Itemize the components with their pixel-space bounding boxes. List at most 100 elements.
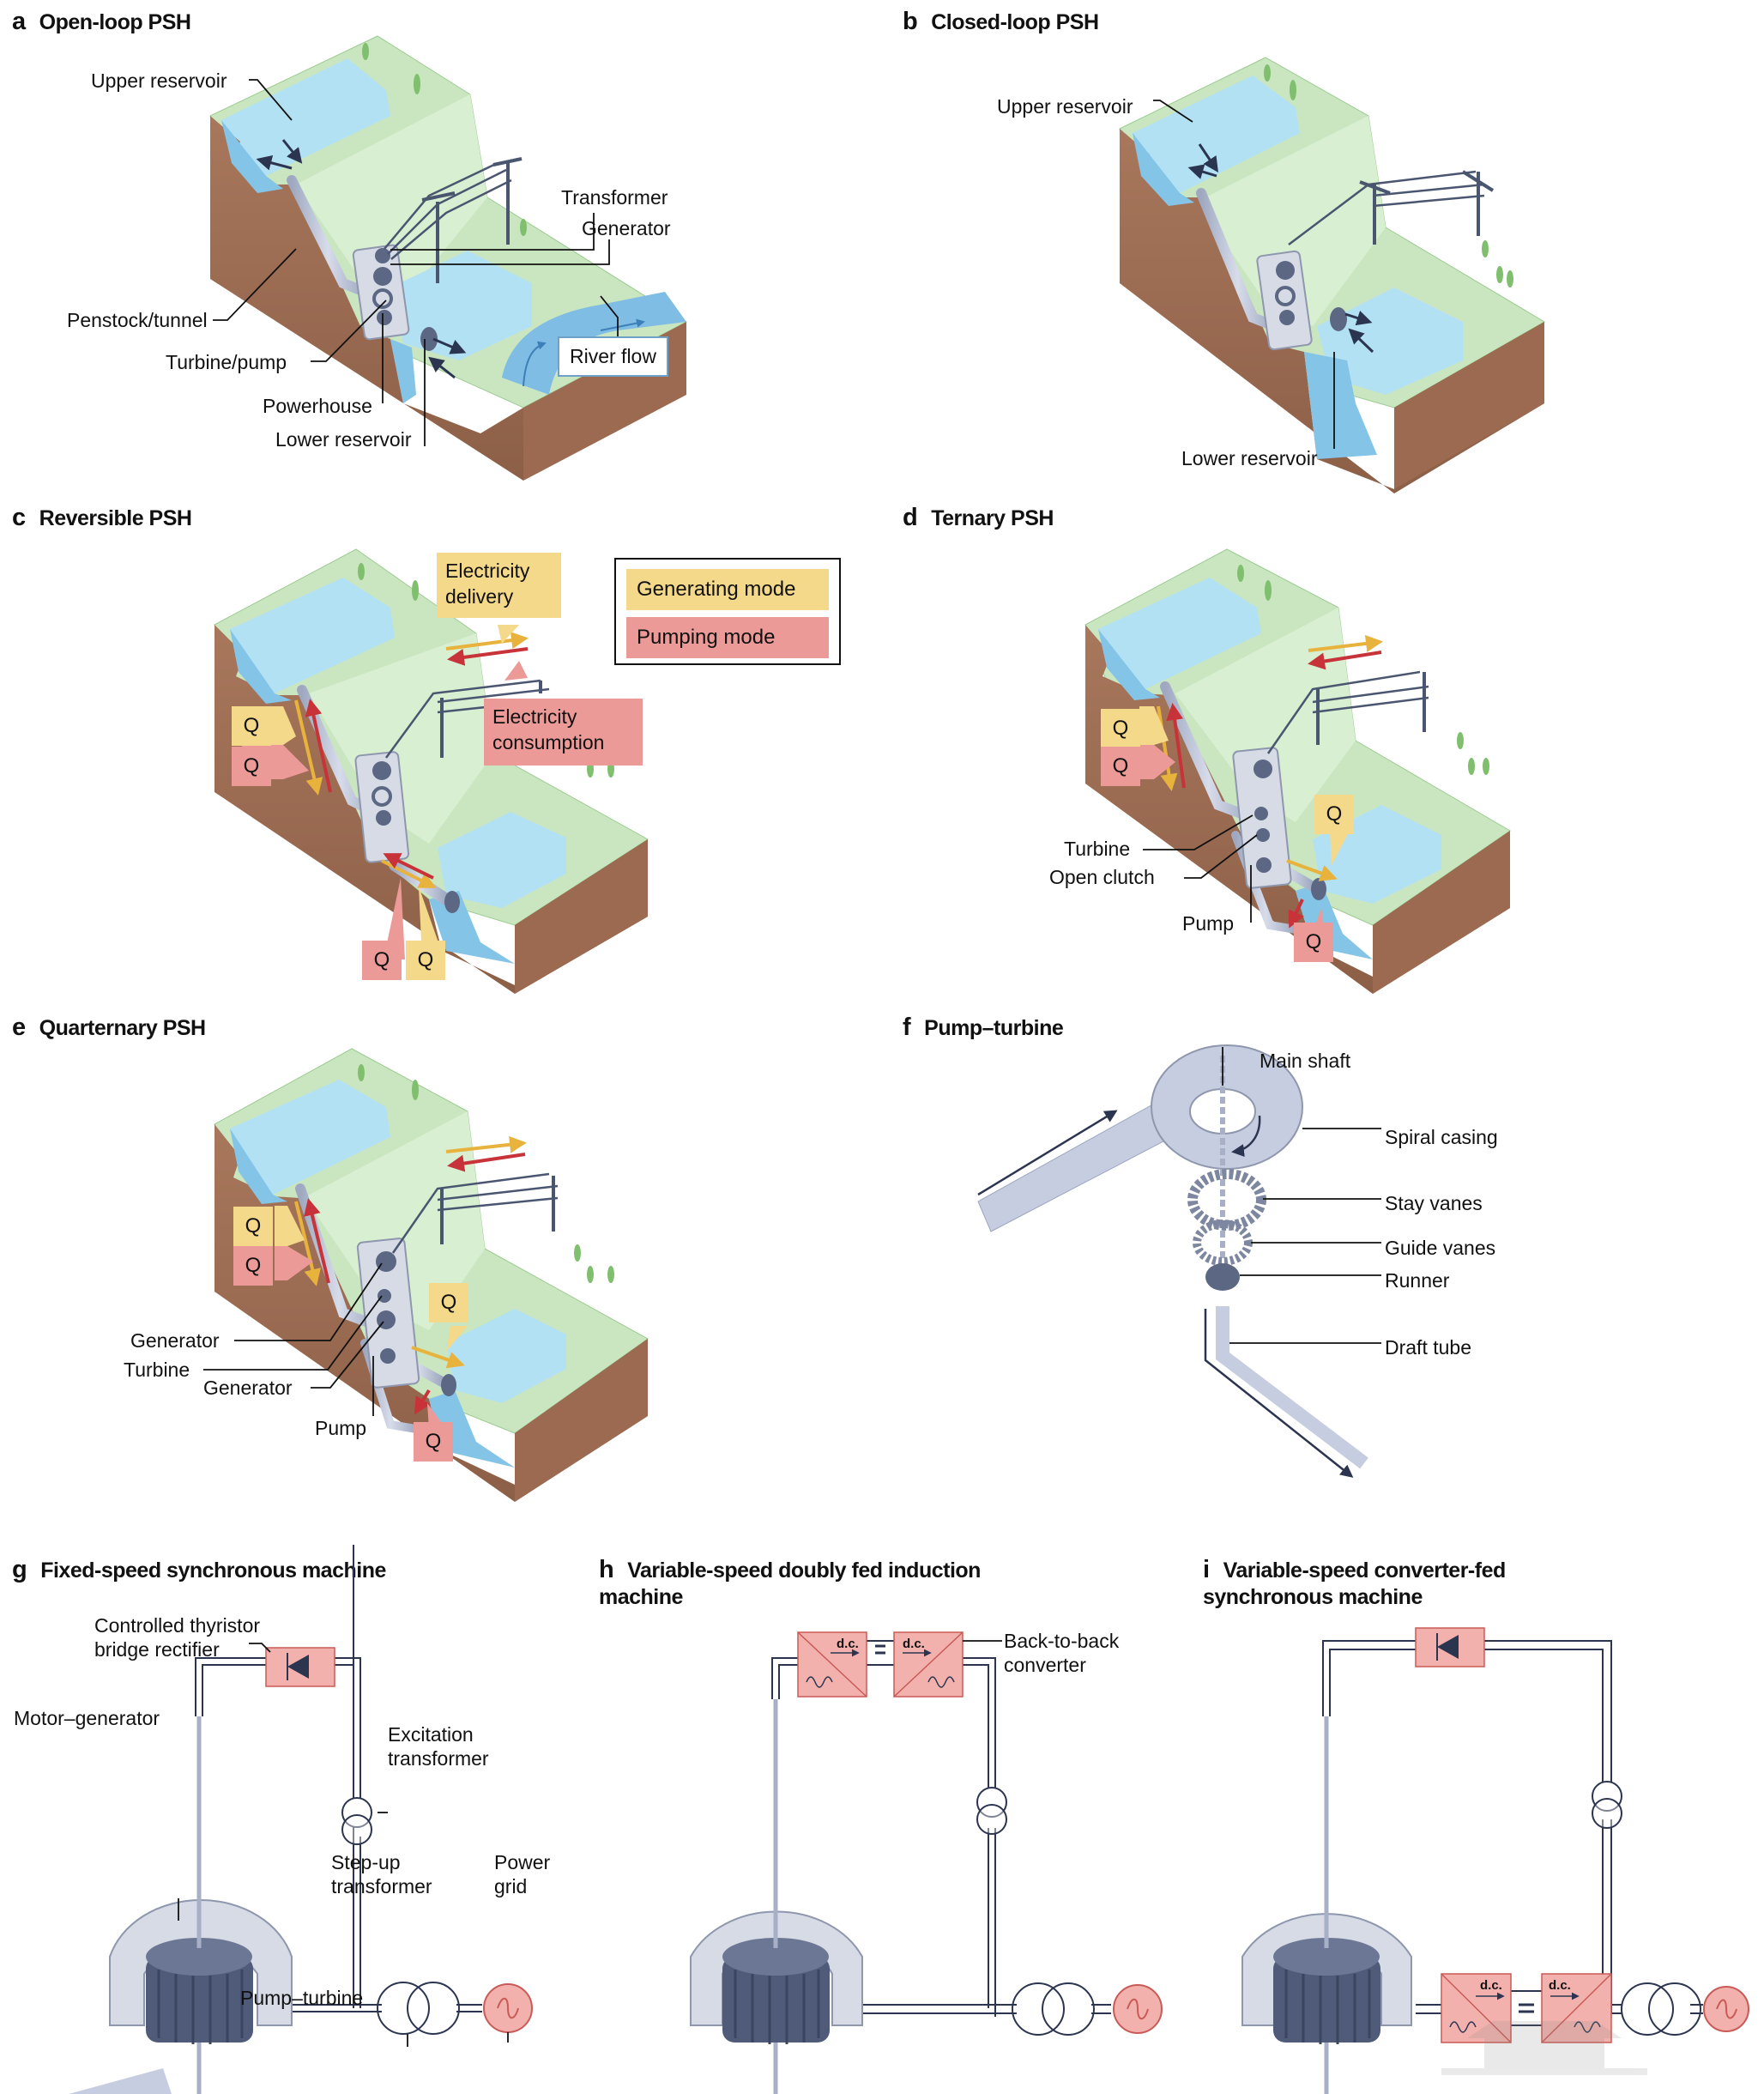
panel-letter: d — [903, 504, 918, 531]
label-powerhouse: Powerhouse — [263, 395, 372, 417]
upper-reservoir-water — [1133, 76, 1300, 193]
panel-letter: g — [12, 1556, 27, 1583]
panel-a-open-loop: a Open-loop PSH — [0, 0, 875, 498]
machine-diagram-i — [1241, 1627, 1749, 2094]
panel-title-text: Quarternary PSH — [39, 1016, 206, 1040]
q-pumping-tailrace: Q — [1294, 923, 1333, 962]
panel-title-text: Ternary PSH — [931, 506, 1054, 530]
label-guide-vanes: Guide vanes — [1385, 1237, 1496, 1259]
label-upper-reservoir: Upper reservoir — [997, 95, 1133, 118]
panel-title-text: Reversible PSH — [39, 506, 192, 530]
label-lower-reservoir: Lower reservoir — [275, 428, 412, 451]
panel-letter: c — [12, 504, 26, 531]
terrain-block-e — [203, 1048, 649, 1502]
label-stay-vanes: Stay vanes — [1385, 1192, 1483, 1214]
label-generator-bottom: Generator — [203, 1377, 293, 1399]
river-flow-callout: River flow — [558, 336, 668, 377]
label-pump: Pump — [1182, 912, 1235, 935]
callout-electricity-consumption: Electricity consumption — [484, 699, 643, 766]
panel-title-text: Variable-speed converter-fed synchronous… — [1203, 1558, 1506, 1609]
legend-pumping-mode: Pumping mode — [626, 617, 829, 658]
label-transformer: Transformer — [561, 186, 668, 209]
q-pumping-penstock: Q — [233, 1246, 273, 1286]
excitation-transformer — [341, 1797, 372, 1828]
label-dc-2: d.c. — [1549, 1978, 1571, 1993]
back-to-back-converter — [797, 1631, 964, 1698]
panel-title-text: Pump–turbine — [924, 1016, 1064, 1040]
label-excitation-transformer: Excitation transformer — [388, 1723, 489, 1770]
panel-letter: a — [12, 8, 26, 35]
panel-letter: b — [903, 8, 918, 35]
legend-modes: Generating mode Pumping mode — [614, 558, 841, 665]
panel-title-text: Open-loop PSH — [39, 10, 191, 34]
runner — [1205, 1263, 1240, 1291]
callout-electricity-delivery: Electricity delivery — [437, 553, 561, 618]
powerhouse — [1256, 250, 1313, 351]
label-dc-1: d.c. — [837, 1637, 859, 1651]
q-pumping-tailrace: Q — [414, 1422, 453, 1462]
label-pump-turbine: Pump–turbine — [240, 1987, 364, 2009]
terrain-slope — [296, 94, 487, 300]
panel-g-fixed-speed: g Fixed-speed synchronous machine — [0, 1545, 592, 2094]
label-back-to-back: Back-to-back converter — [1004, 1630, 1120, 1676]
pump-turbine-exploded — [977, 1044, 1381, 1478]
draft-tube — [1216, 1306, 1368, 1469]
panel-d-ternary: d Ternary PSH — [892, 496, 1764, 994]
label-dc-1: d.c. — [1480, 1978, 1502, 1993]
terrain-block-b — [1119, 57, 1545, 493]
label-lower-reservoir: Lower reservoir — [1181, 447, 1318, 469]
machine-diagram-h — [690, 1631, 1163, 2094]
label-river-flow: River flow — [570, 345, 656, 367]
pump-turbine — [69, 2068, 172, 2094]
label-pump: Pump — [315, 1417, 367, 1439]
watermark-building-icon — [1441, 2021, 1647, 2075]
label-main-shaft: Main shaft — [1260, 1050, 1351, 1072]
panel-g-title: g Fixed-speed synchronous machine — [12, 1557, 386, 1584]
panel-letter: f — [903, 1014, 911, 1041]
panel-title-text: Fixed-speed synchronous machine — [40, 1558, 386, 1583]
stepup-transformer — [377, 1982, 430, 2035]
panel-letter: i — [1203, 1556, 1210, 1583]
label-turbine: Turbine — [124, 1359, 190, 1381]
stay-vanes — [1187, 1169, 1266, 1231]
legend-generating-mode: Generating mode — [626, 569, 829, 610]
q-generating-tailrace: Q — [406, 941, 445, 980]
guide-vanes — [1193, 1219, 1253, 1266]
panel-d-title: d Ternary PSH — [903, 505, 1054, 532]
label-upper-reservoir: Upper reservoir — [91, 70, 227, 92]
q-generating-penstock: Q — [1101, 709, 1140, 748]
label-stepup-transformer: Step-up transformer — [331, 1851, 432, 1897]
terrain-block-a — [209, 35, 688, 481]
terrain-block-d — [1084, 548, 1511, 994]
label-penstock: Penstock/tunnel — [67, 309, 208, 331]
q-pumping-penstock: Q — [232, 747, 271, 786]
q-generating-penstock: Q — [232, 706, 271, 746]
label-dc-2: d.c. — [903, 1637, 925, 1651]
inlet-pipe — [977, 1093, 1181, 1232]
lower-reservoir-water — [1317, 287, 1463, 395]
label-rectifier: Controlled thyristor bridge rectifier — [94, 1614, 261, 1661]
panel-title-text: Variable-speed doubly fed induction mach… — [599, 1558, 981, 1609]
panel-letter: h — [599, 1556, 614, 1583]
q-generating-tailrace: Q — [429, 1283, 468, 1322]
label-turbine-pump: Turbine/pump — [166, 351, 287, 373]
soil-front — [210, 116, 523, 481]
panel-a-title: a Open-loop PSH — [12, 8, 191, 36]
panel-c-reversible: c Reversible PSH — [0, 496, 875, 994]
terrain-block-c — [214, 548, 649, 994]
q-generating-penstock: Q — [233, 1207, 273, 1246]
label-open-clutch: Open clutch — [1049, 866, 1155, 888]
q-pumping-tailrace: Q — [362, 941, 402, 980]
powerhouse — [352, 244, 410, 341]
transmission-towers — [384, 157, 523, 283]
upper-reservoir-water — [221, 58, 390, 176]
label-draft-tube: Draft tube — [1385, 1336, 1471, 1359]
